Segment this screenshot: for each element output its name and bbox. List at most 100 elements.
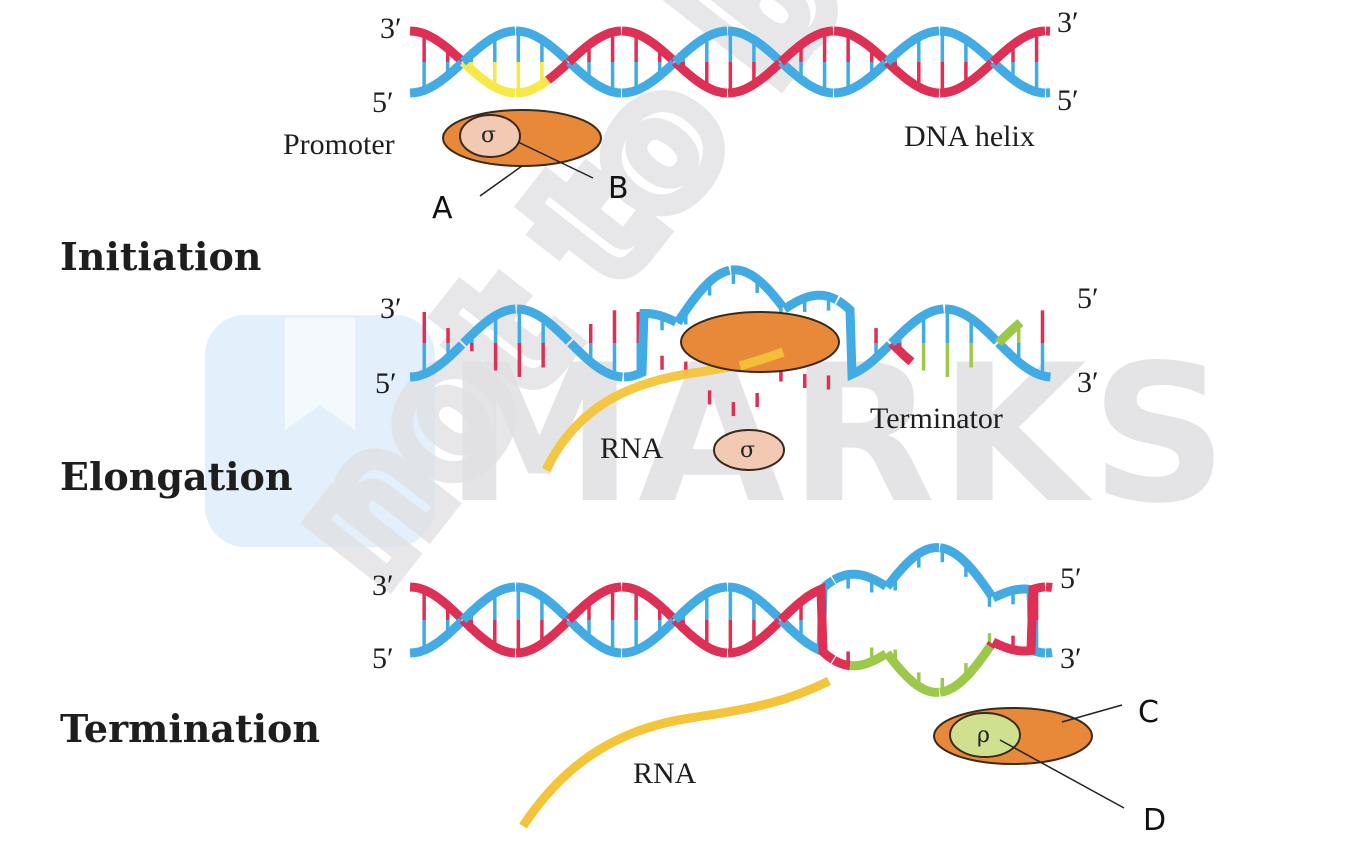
strand-template <box>621 59 678 98</box>
strand-end-5prime-right-3: 5′ <box>1060 562 1082 595</box>
sigma-factor-released <box>713 429 785 471</box>
strand-template <box>409 341 466 382</box>
strand-coding <box>986 640 996 649</box>
strand-template <box>730 265 787 310</box>
strand-template <box>835 296 894 382</box>
strand-coding <box>621 26 678 65</box>
marker-line-d <box>999 739 1125 809</box>
rho-symbol: ρ <box>977 723 990 748</box>
dna-helix-initiation <box>409 26 1051 98</box>
rna-polymerase-core-elongating <box>680 311 840 373</box>
strand-template <box>671 26 728 66</box>
strand-coding <box>727 59 784 98</box>
strand-end-5prime-left-1: 5′ <box>372 86 394 119</box>
watermark-logo-block <box>205 315 435 547</box>
strand-end-3prime-right-1: 3′ <box>1057 6 1079 39</box>
strand-coding <box>1045 582 1053 592</box>
strand-template <box>939 26 996 65</box>
strand-template <box>459 26 516 66</box>
strand-template <box>671 582 728 624</box>
strand-coding <box>939 59 996 98</box>
strand-coding <box>831 656 851 671</box>
strand-coding <box>849 649 889 671</box>
strand-coding <box>777 26 834 66</box>
rho-factor <box>949 712 1021 758</box>
strand-coding <box>515 76 551 98</box>
strand-end-5prime-left-3: 5′ <box>372 642 394 675</box>
strand-coding <box>515 617 572 658</box>
strand-template <box>459 582 516 624</box>
strand-coding <box>883 650 940 697</box>
strand-template <box>727 26 784 65</box>
strand-coding <box>409 582 466 623</box>
strand-coding <box>989 26 1046 66</box>
strand-template <box>516 304 573 345</box>
strand-template <box>883 543 940 590</box>
strand-template <box>409 617 466 658</box>
strand-coding <box>727 617 784 658</box>
strand-coding <box>671 616 728 658</box>
strand-template <box>673 266 731 326</box>
stage-label-elongation: Elongation <box>60 454 293 499</box>
strand-template <box>782 290 839 313</box>
strand-template <box>565 616 622 658</box>
strand-template <box>833 59 890 98</box>
marker-c: C <box>1138 695 1159 730</box>
strand-template <box>515 582 572 623</box>
strand-template <box>989 58 1046 98</box>
watermark-logo-bookmark <box>285 318 355 430</box>
strand-template <box>1045 648 1053 658</box>
strand-template <box>621 617 678 658</box>
strand-coding <box>939 643 994 697</box>
strand-template <box>939 543 996 600</box>
strand-coding <box>883 58 940 98</box>
terminator-label: Terminator <box>870 402 1003 435</box>
strand-template <box>831 569 889 591</box>
rna-label-termination: RNA <box>633 757 697 790</box>
strand-template <box>883 26 940 66</box>
marker-d: D <box>1143 803 1166 838</box>
strand-coding <box>565 582 622 624</box>
marker-line-a <box>479 165 523 197</box>
strand-template <box>623 309 678 382</box>
rna-polymerase-with-rho: ρ <box>933 707 1093 765</box>
strand-coding <box>409 26 466 65</box>
marker-b: B <box>608 171 629 206</box>
strand-end-3prime-left-1: 3′ <box>380 12 402 45</box>
released-sigma-factor: σ <box>713 429 785 471</box>
marker-line-b <box>517 141 594 179</box>
strand-template <box>727 582 784 623</box>
rna-transcript-termination <box>519 676 831 829</box>
strand-template <box>777 58 834 98</box>
dna-helix-elongation <box>409 265 1051 417</box>
strand-template <box>995 339 1051 382</box>
strand-coding <box>565 26 622 66</box>
strand-template <box>888 304 944 347</box>
strand-end-3prime-right-3: 3′ <box>1060 642 1082 675</box>
strand-template <box>565 58 622 98</box>
strand-end-3prime-right-2: 3′ <box>1077 366 1099 399</box>
strand-coding <box>459 58 516 98</box>
strand-end-5prime-left-2: 5′ <box>375 367 397 400</box>
dna-helix-label: DNA helix <box>904 120 1035 153</box>
strand-template <box>944 304 1001 345</box>
strand-template <box>990 584 1046 658</box>
rna-polymerase-holoenzyme: σ <box>442 109 602 167</box>
strand-coding <box>545 59 572 84</box>
promoter-label: Promoter <box>283 128 395 161</box>
sigma-symbol-released: σ <box>740 438 755 463</box>
strand-coding <box>995 319 1024 347</box>
marker-line-c <box>1061 704 1123 723</box>
rna-transcript-inside-polymerase <box>738 347 785 371</box>
dna-helix-termination <box>409 543 1053 697</box>
strand-template <box>460 304 516 347</box>
watermark-brand: MARKS <box>445 324 1232 545</box>
strand-template <box>567 339 623 382</box>
strand-end-3prime-left-3: 3′ <box>372 569 394 602</box>
sigma-factor <box>459 114 521 158</box>
strand-coding <box>888 339 915 366</box>
stage-label-termination: Termination <box>60 706 320 751</box>
strand-template <box>409 59 466 98</box>
strand-coding <box>990 582 1046 656</box>
marker-a: A <box>432 191 453 226</box>
